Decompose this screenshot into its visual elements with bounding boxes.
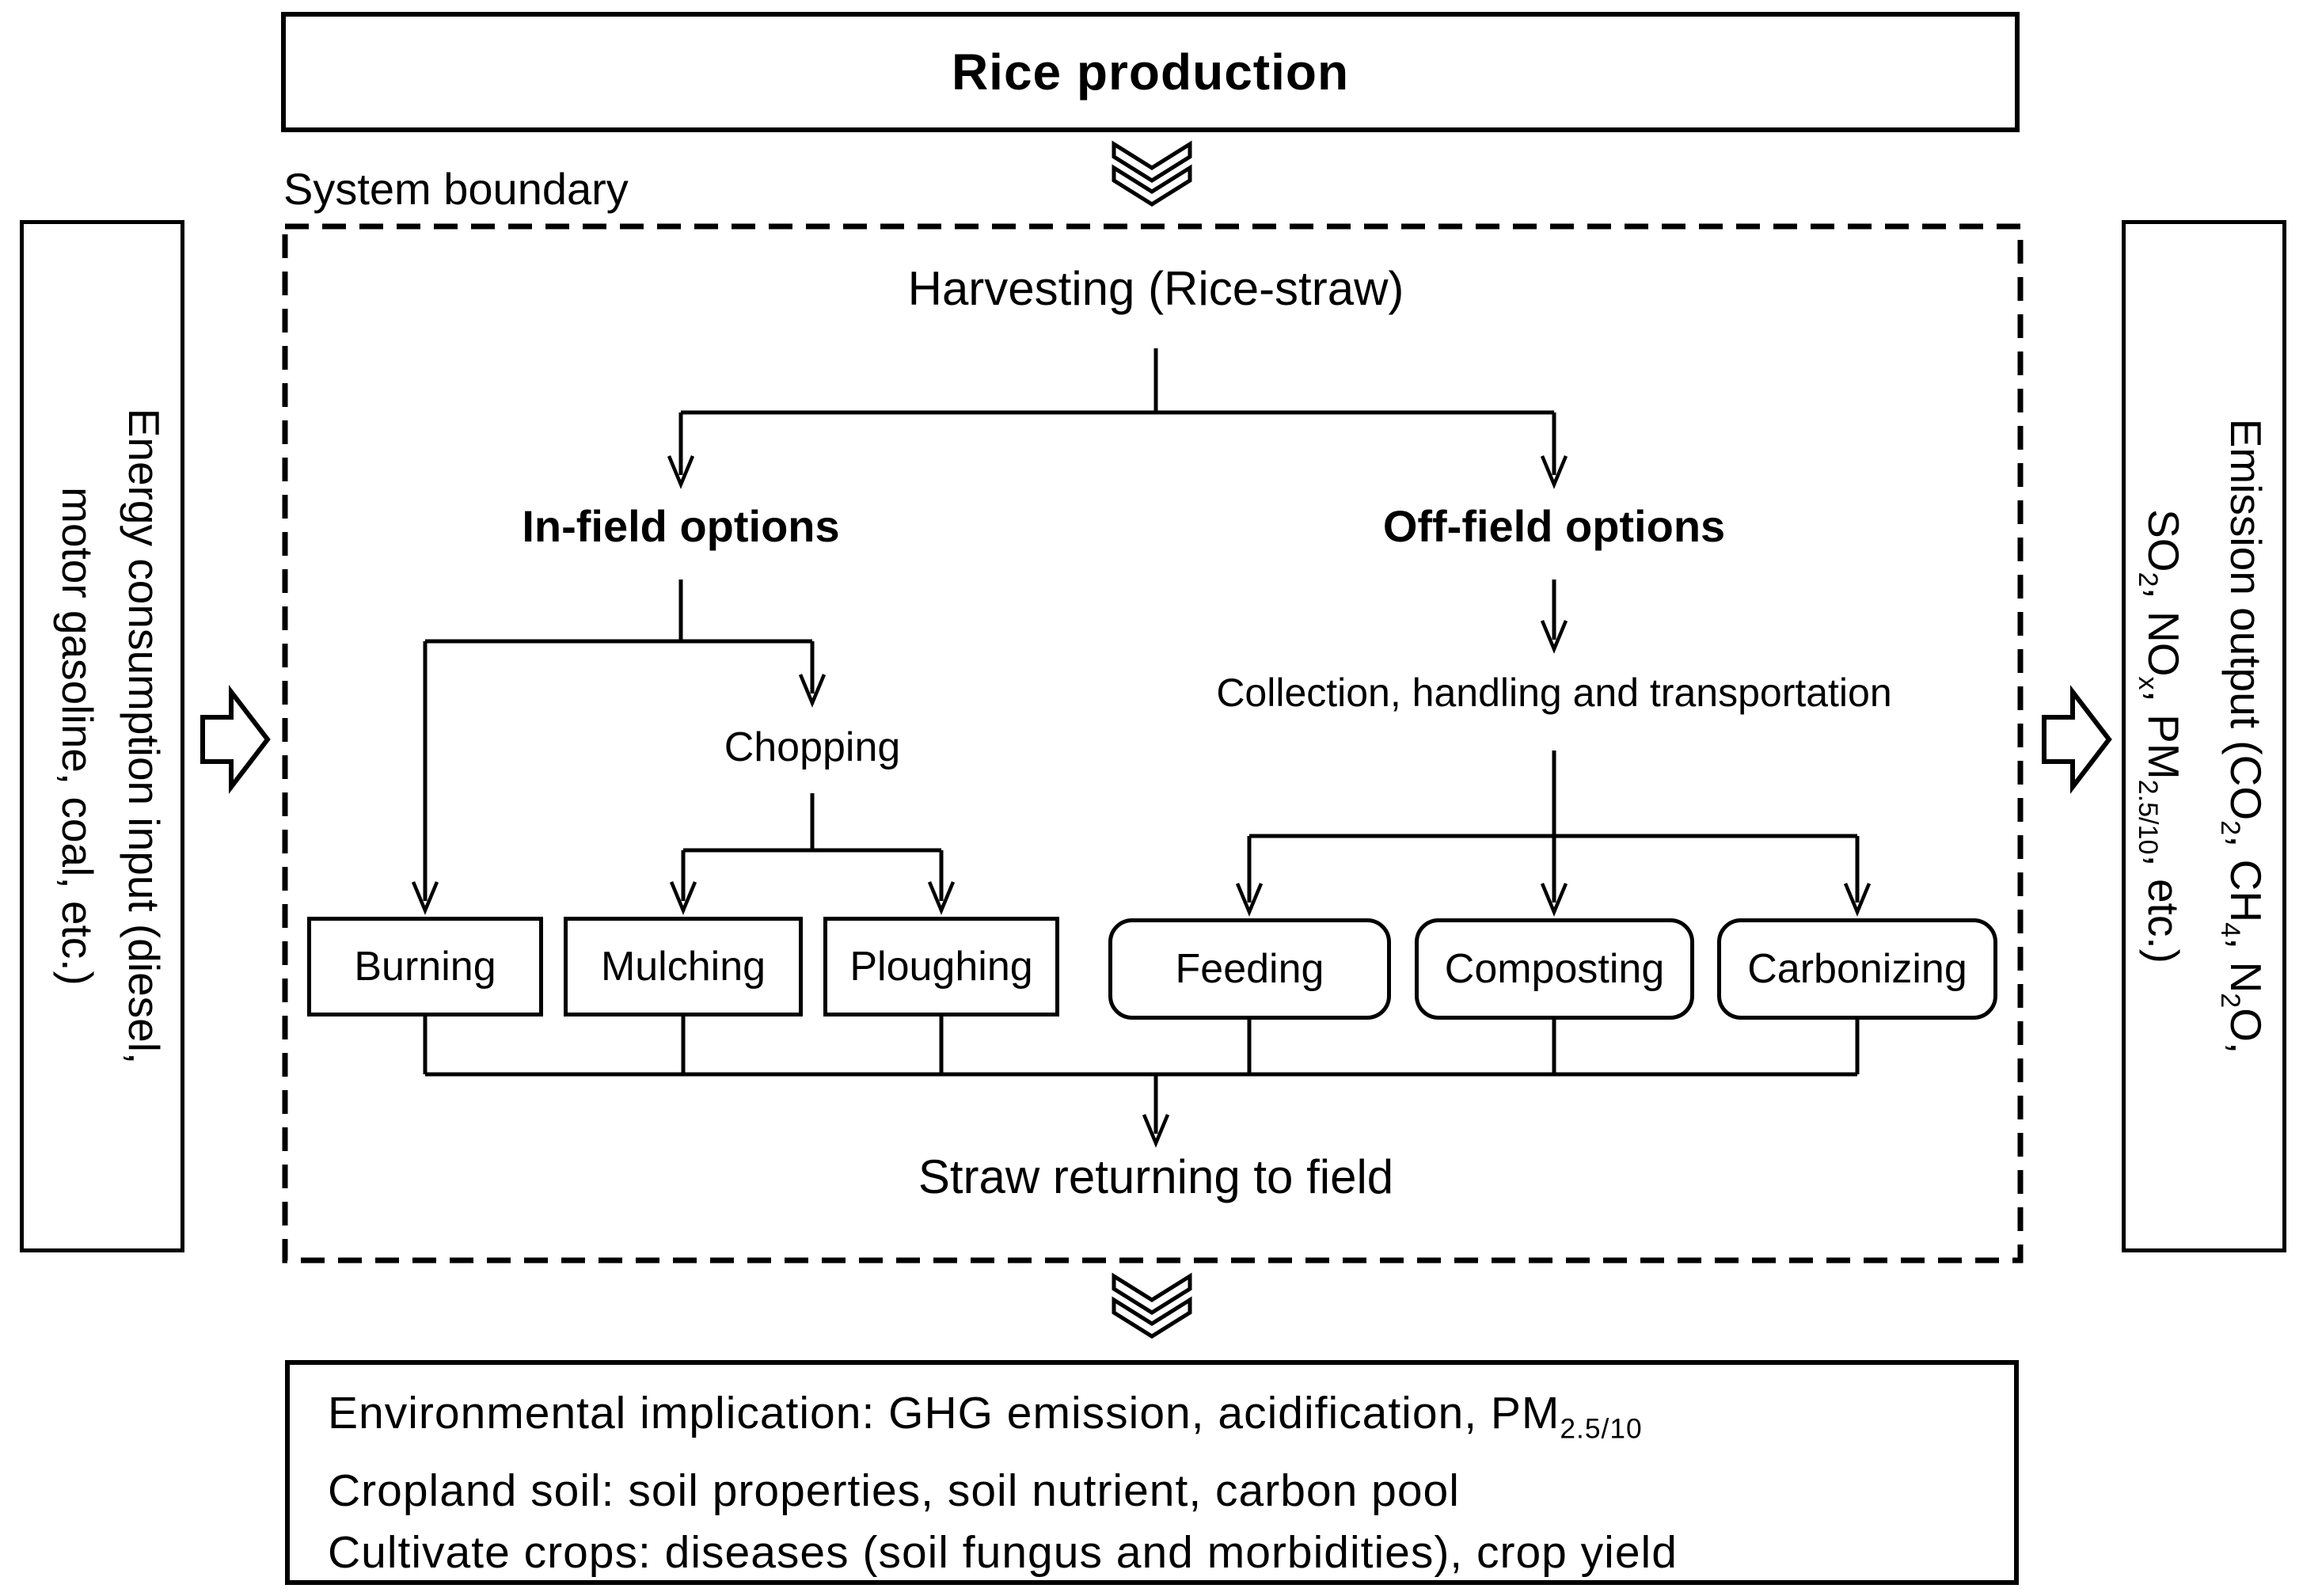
chevron-band xyxy=(1112,1296,1192,1339)
in-field-branch-connector xyxy=(411,580,956,915)
emission-output-line2: SO2, NOx, PM2.5/10, etc.) xyxy=(2133,509,2188,963)
carbonizing-label: Carbonizing xyxy=(1747,946,1967,992)
block-arrow-right-icon xyxy=(200,685,271,794)
ploughing-box: Ploughing xyxy=(823,917,1059,1016)
implications-text: Environmental implication: GHG emission,… xyxy=(290,1365,1678,1583)
arrowhead-down-icon xyxy=(411,881,439,915)
energy-input-text: Energy consumption input (diesel, motor … xyxy=(27,226,177,1247)
off-field-branch-connector xyxy=(1235,580,1872,917)
emission-output-panel: Emission output (CO2, CH4, N2O, SO2, NOx… xyxy=(2122,220,2286,1252)
chevron-band xyxy=(1112,164,1192,207)
mulching-label: Mulching xyxy=(600,944,766,990)
straw-returning-label: Straw returning to field xyxy=(918,1150,1394,1203)
arrowhead-down-icon xyxy=(1540,455,1568,489)
carbonizing-box: Carbonizing xyxy=(1717,918,1997,1020)
mulching-box: Mulching xyxy=(564,917,803,1016)
implications-line3: Cultivate crops: diseases (soil fungus a… xyxy=(328,1527,1678,1579)
block-arrow-shape xyxy=(2042,685,2112,794)
feeding-label: Feeding xyxy=(1175,946,1324,992)
chevron-band xyxy=(1112,140,1192,183)
system-boundary-dashed-box xyxy=(282,223,2024,1264)
in-field-options-label: In-field options xyxy=(522,501,840,551)
collection-handling-label: Collection, handling and transportation xyxy=(1216,671,1892,715)
composting-label: Composting xyxy=(1444,946,1665,992)
arrowhead-down-icon xyxy=(927,881,956,915)
chevron-band xyxy=(1112,1272,1192,1315)
arrowhead-down-icon xyxy=(1235,883,1264,917)
arrowhead-down-icon xyxy=(798,674,827,708)
burning-box: Burning xyxy=(307,917,543,1016)
feeding-box: Feeding xyxy=(1108,918,1391,1020)
arrowhead-down-icon xyxy=(669,881,697,915)
ploughing-label: Ploughing xyxy=(849,944,1033,990)
off-field-options-label: Off-field options xyxy=(1382,501,1726,551)
double-chevron-down-icon xyxy=(1112,140,1192,207)
chopping-label: Chopping xyxy=(724,724,901,770)
emission-output-text: Emission output (CO2, CH4, N2O, SO2, NOx… xyxy=(2129,226,2279,1247)
arrowhead-down-icon xyxy=(1843,883,1872,917)
emission-output-line1: Emission output (CO2, CH4, N2O, xyxy=(2215,418,2271,1054)
energy-input-line1: Energy consumption input (diesel, xyxy=(120,408,169,1065)
energy-input-panel: Energy consumption input (diesel, motor … xyxy=(20,220,184,1252)
harvesting-branch-connector xyxy=(667,348,1568,489)
rice-production-box: Rice production xyxy=(281,12,2020,132)
system-boundary-label: System boundary xyxy=(283,164,629,214)
block-arrow-shape xyxy=(200,685,271,794)
implications-line2: Cropland soil: soil properties, soil nut… xyxy=(328,1465,1460,1517)
page-title: Rice production xyxy=(951,44,1350,101)
arrowhead-down-icon xyxy=(1540,883,1568,917)
arrowhead-down-icon xyxy=(1540,620,1568,654)
arrowhead-down-icon xyxy=(667,455,695,489)
harvesting-label: Harvesting (Rice-straw) xyxy=(907,262,1404,315)
implications-box: Environmental implication: GHG emission,… xyxy=(285,1360,2019,1585)
block-arrow-right-icon xyxy=(2042,685,2112,794)
arrowhead-down-icon xyxy=(1142,1114,1170,1148)
energy-input-line2: motor gasoline, coal, etc.) xyxy=(53,487,102,986)
straw-return-connector xyxy=(423,1016,1860,1148)
burning-label: Burning xyxy=(354,944,496,990)
implications-line1: Environmental implication: GHG emission,… xyxy=(328,1388,1643,1445)
composting-box: Composting xyxy=(1415,918,1694,1020)
double-chevron-down-icon xyxy=(1112,1272,1192,1339)
